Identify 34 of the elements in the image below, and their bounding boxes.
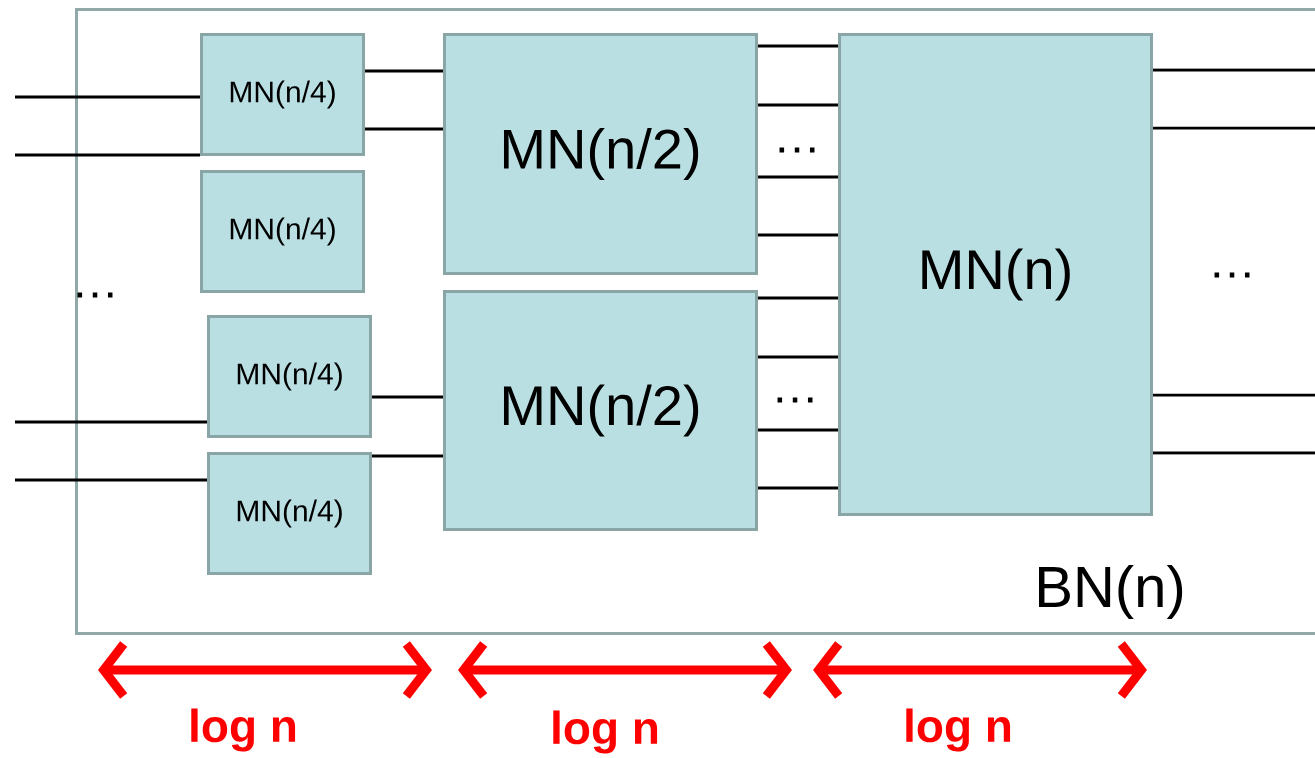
module-box: MN(n/2) <box>443 33 758 275</box>
connection-line <box>372 454 443 458</box>
module-box: MN(n/4) <box>207 315 372 438</box>
dimension-label: log n <box>906 708 1011 752</box>
module-box: MN(n/2) <box>443 290 758 531</box>
connection-line <box>758 355 838 359</box>
connection-line <box>758 296 838 300</box>
ellipsis: … <box>779 147 815 153</box>
connection-line <box>15 478 207 482</box>
module-box: MN(n/4) <box>200 33 365 156</box>
connection-line <box>365 69 443 73</box>
connection-line <box>758 486 838 490</box>
ellipsis: … <box>77 292 113 298</box>
ellipsis: … <box>1214 272 1250 278</box>
ellipsis: … <box>777 397 813 403</box>
connection-line <box>758 44 838 48</box>
connection-line <box>15 95 200 99</box>
connection-line <box>15 420 207 424</box>
connection-line <box>365 127 443 131</box>
module-box: MN(n/4) <box>207 452 372 575</box>
connection-line <box>1153 126 1315 130</box>
module-box: MN(n) <box>838 33 1153 516</box>
connection-line <box>758 428 838 432</box>
connection-line <box>1153 393 1315 397</box>
module-box: MN(n/4) <box>200 170 365 293</box>
dimension-label: log n <box>191 708 296 752</box>
connection-line <box>758 233 838 237</box>
dimension-label: log n <box>553 710 658 754</box>
connection-line <box>1153 68 1315 72</box>
connection-line <box>372 395 443 399</box>
connection-line <box>15 153 200 157</box>
connection-line <box>758 175 838 179</box>
connection-line <box>758 103 838 107</box>
connection-line <box>1153 451 1315 455</box>
